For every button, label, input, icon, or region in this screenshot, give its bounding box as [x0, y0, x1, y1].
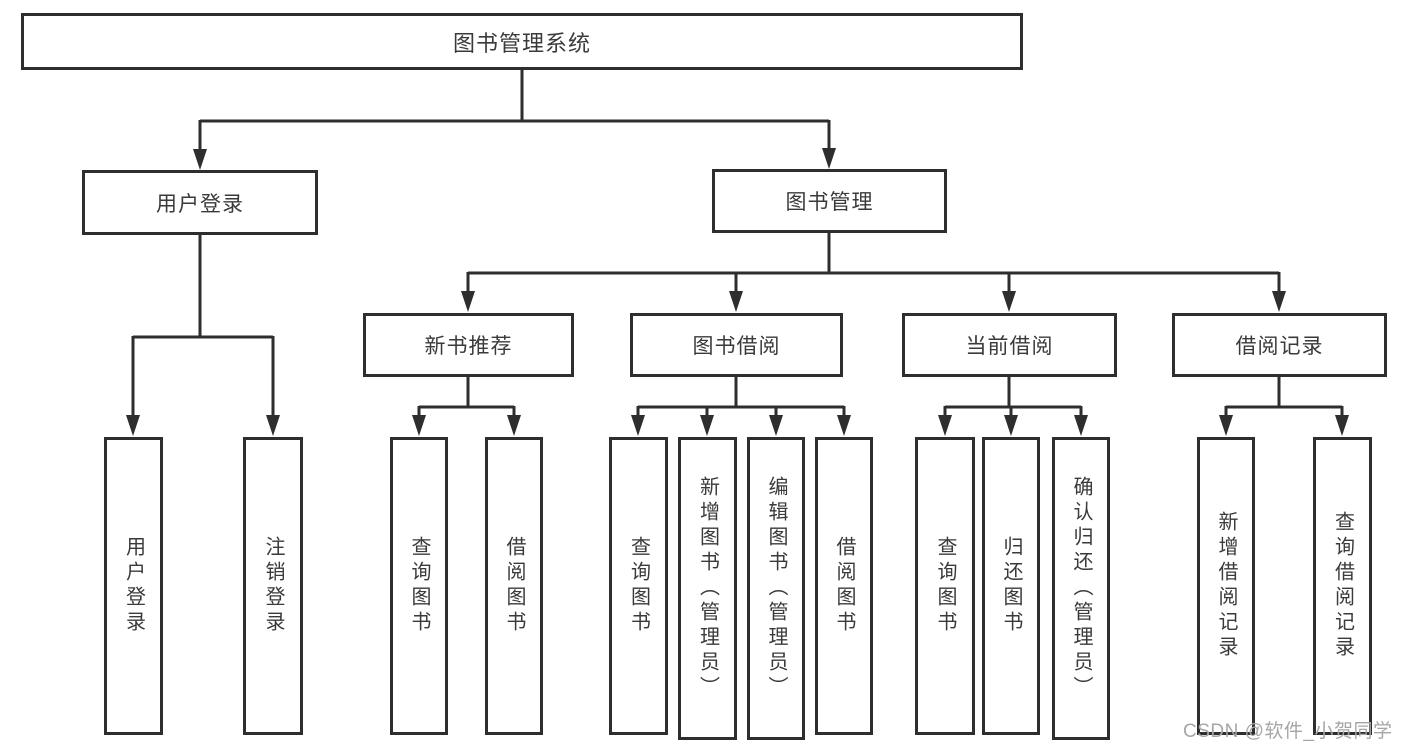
leaf-borrowing-query-books: 查询图书 — [609, 437, 668, 735]
leaf-borrowing-query-books-label: 查询图书 — [627, 536, 650, 636]
leaf-borrowing-edit-books-admin: 编辑图书（管理员） — [747, 437, 805, 740]
leaf-user-login-label: 用户登录 — [122, 536, 145, 636]
leaf-records-add-borrow-record: 新增借阅记录 — [1197, 437, 1255, 735]
leaf-records-query-borrow-record-label: 查询借阅记录 — [1331, 511, 1354, 661]
arrowheads — [126, 148, 1349, 436]
node-current-borrowing-label: 当前借阅 — [965, 335, 1054, 358]
leaf-logout-label: 注销登录 — [262, 536, 284, 636]
node-new-book-recommend-label: 新书推荐 — [424, 335, 513, 358]
leaf-logout: 注销登录 — [243, 437, 303, 735]
leaf-current-query-books: 查询图书 — [915, 437, 975, 735]
leaf-newbook-borrow-books: 借阅图书 — [485, 437, 543, 735]
leaf-records-add-borrow-record-label: 新增借阅记录 — [1215, 511, 1237, 661]
leaf-borrowing-add-books-admin-label: 新增图书（管理员） — [696, 476, 719, 701]
leaf-newbook-query-books: 查询图书 — [390, 437, 448, 735]
leaf-current-return-books-label: 归还图书 — [1000, 536, 1022, 636]
node-user-login: 用户登录 — [82, 170, 318, 235]
watermark: CSDN @软件_小贺同学 — [1183, 721, 1393, 742]
node-book-borrowing-label: 图书借阅 — [692, 335, 781, 358]
leaf-borrowing-add-books-admin: 新增图书（管理员） — [678, 437, 737, 740]
leaf-current-confirm-return-admin-label: 确认归还（管理员） — [1070, 476, 1092, 701]
node-book-borrowing: 图书借阅 — [630, 313, 843, 377]
node-user-login-label: 用户登录 — [156, 192, 244, 216]
node-book-management-label: 图书管理 — [785, 191, 874, 214]
leaf-borrowing-borrow-books: 借阅图书 — [815, 437, 873, 735]
leaf-borrowing-edit-books-admin-label: 编辑图书（管理员） — [765, 476, 787, 701]
leaf-newbook-borrow-books-label: 借阅图书 — [503, 536, 525, 636]
leaf-records-query-borrow-record: 查询借阅记录 — [1313, 437, 1372, 735]
leaf-user-login: 用户登录 — [104, 437, 163, 735]
leaf-current-return-books: 归还图书 — [982, 437, 1040, 735]
leaf-borrowing-borrow-books-label: 借阅图书 — [833, 536, 855, 636]
node-root: 图书管理系统 — [21, 13, 1023, 70]
node-borrowing-records-label: 借阅记录 — [1235, 335, 1324, 358]
node-current-borrowing: 当前借阅 — [902, 313, 1117, 377]
node-root-label: 图书管理系统 — [452, 30, 591, 56]
node-new-book-recommend: 新书推荐 — [363, 313, 574, 377]
leaf-current-query-books-label: 查询图书 — [934, 536, 956, 636]
leaf-newbook-query-books-label: 查询图书 — [408, 536, 430, 636]
node-book-management: 图书管理 — [712, 169, 947, 233]
node-borrowing-records: 借阅记录 — [1172, 313, 1387, 377]
leaf-current-confirm-return-admin: 确认归还（管理员） — [1052, 437, 1110, 740]
